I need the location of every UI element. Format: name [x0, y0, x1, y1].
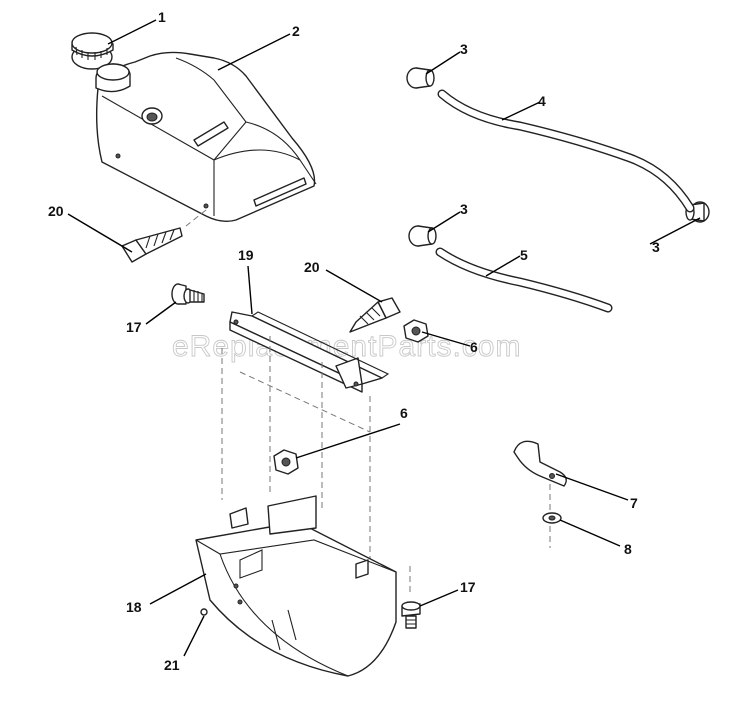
hose-clip[interactable] — [513, 440, 567, 487]
callout-2: 2 — [292, 23, 300, 39]
callout-3-right: 3 — [652, 239, 660, 255]
watermark-text: eReplacementParts.com — [172, 330, 521, 363]
callout-6-lower: 6 — [400, 405, 408, 421]
callout-7: 7 — [630, 495, 638, 511]
nut-lower[interactable] — [273, 449, 299, 475]
leader-2 — [217, 33, 291, 71]
fuel-tank[interactable] — [95, 51, 317, 223]
callout-5: 5 — [520, 247, 528, 263]
callout-8: 8 — [624, 541, 632, 557]
leader-21 — [183, 615, 205, 657]
fuel-hose-short[interactable] — [435, 247, 613, 313]
leader-3a — [425, 51, 461, 75]
leader-7 — [555, 473, 629, 501]
leader-20a — [67, 213, 133, 253]
rivet-hole[interactable] — [200, 608, 208, 616]
nut-upper[interactable] — [403, 319, 429, 343]
callout-20-left: 20 — [48, 203, 64, 219]
callout-17-upper: 17 — [126, 319, 142, 335]
hose-clamp-right[interactable] — [685, 201, 710, 223]
callout-21: 21 — [164, 657, 180, 673]
leader-1 — [107, 19, 157, 45]
callout-1: 1 — [158, 9, 166, 25]
bolt-upper[interactable] — [171, 283, 205, 305]
callout-3-middle: 3 — [460, 201, 468, 217]
tank-screw[interactable] — [121, 227, 183, 263]
leader-17a — [145, 301, 177, 325]
leader-4 — [501, 101, 541, 121]
leader-6b — [295, 423, 401, 459]
bracket-screw[interactable] — [349, 297, 401, 333]
callout-18: 18 — [126, 599, 142, 615]
washer[interactable] — [542, 512, 562, 524]
leader-17b — [419, 589, 459, 607]
leader-8 — [559, 519, 621, 547]
leader-3b — [427, 211, 461, 233]
leader-6a — [421, 331, 471, 347]
callout-20-upper: 20 — [304, 259, 320, 275]
fuel-hose-long[interactable] — [437, 89, 695, 213]
leader-19 — [247, 265, 253, 315]
tank-support[interactable] — [195, 495, 397, 677]
callout-4: 4 — [538, 93, 546, 109]
fuel-cap[interactable] — [71, 32, 114, 70]
callout-19: 19 — [238, 247, 254, 263]
callout-17-lower: 17 — [460, 579, 476, 595]
bolt-lower[interactable] — [401, 601, 421, 629]
callout-3-upper: 3 — [460, 41, 468, 57]
tank-bracket[interactable] — [229, 311, 390, 393]
leader-18 — [149, 573, 207, 605]
leader-20b — [325, 269, 383, 303]
leader-3c — [649, 217, 701, 245]
leader-5 — [485, 255, 521, 277]
callout-6-upper: 6 — [470, 339, 478, 355]
